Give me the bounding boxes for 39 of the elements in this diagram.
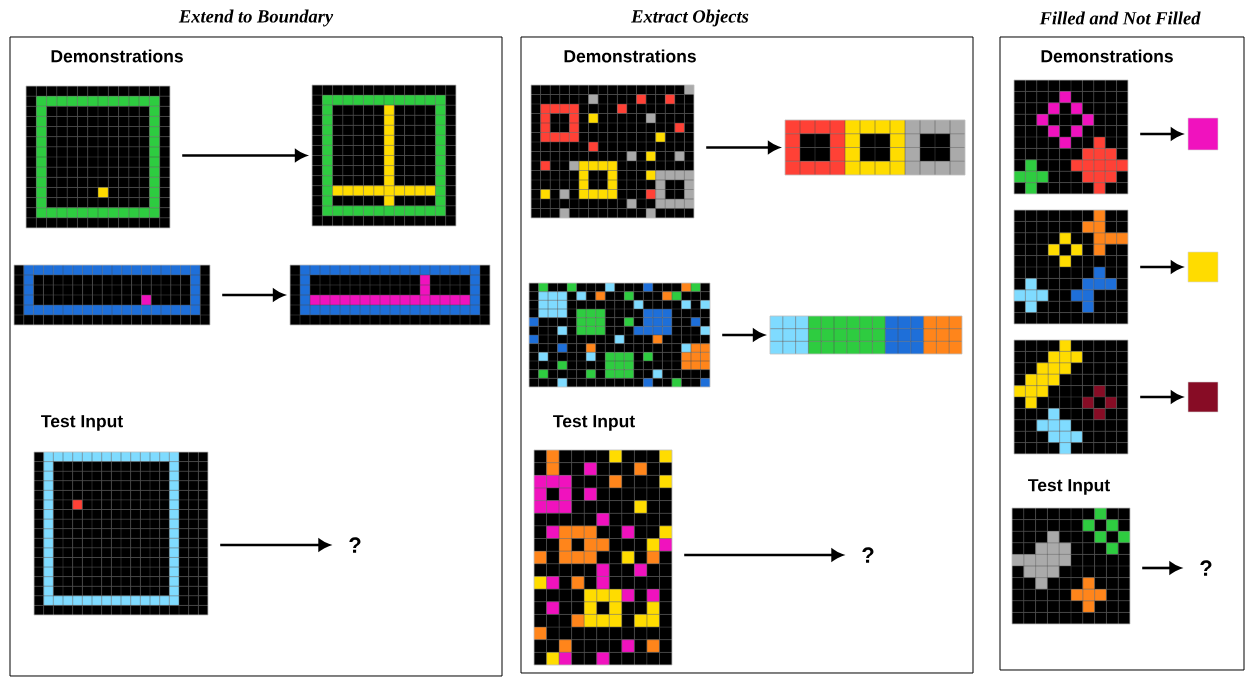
arrow bbox=[220, 538, 330, 551]
question-mark: ? bbox=[349, 537, 361, 553]
arrow bbox=[706, 141, 780, 154]
color-square bbox=[1187, 117, 1219, 151]
picture bbox=[1011, 507, 1131, 625]
section-heading: Demonstrations bbox=[1041, 49, 1173, 63]
question-mark: ? bbox=[1200, 560, 1212, 576]
picture bbox=[311, 84, 457, 227]
color-square bbox=[1187, 251, 1219, 283]
arrow bbox=[1142, 561, 1181, 574]
section-heading: Demonstrations bbox=[564, 49, 696, 63]
section-heading: Test Input bbox=[41, 415, 123, 431]
question-mark: ? bbox=[862, 547, 874, 563]
section-heading: Demonstrations bbox=[51, 49, 183, 63]
picture bbox=[784, 119, 966, 176]
color-square bbox=[1187, 381, 1219, 413]
picture bbox=[1013, 339, 1129, 455]
section-heading: Test Input bbox=[1028, 479, 1110, 495]
picture bbox=[769, 315, 963, 355]
picture bbox=[13, 264, 211, 326]
section-heading: Test Input bbox=[553, 415, 635, 431]
picture bbox=[533, 449, 673, 666]
arrow bbox=[684, 548, 843, 561]
arrow bbox=[722, 328, 765, 342]
picture bbox=[289, 264, 491, 326]
arrow bbox=[182, 149, 307, 162]
panel-title: Extend to Boundary bbox=[178, 9, 334, 27]
panel-title: Extract Objects bbox=[631, 9, 749, 27]
picture bbox=[528, 282, 711, 388]
arrow bbox=[1140, 260, 1183, 274]
arrow bbox=[1140, 390, 1183, 404]
picture bbox=[1013, 209, 1129, 325]
picture bbox=[25, 85, 171, 229]
picture bbox=[530, 84, 695, 219]
picture bbox=[33, 451, 209, 616]
picture bbox=[1013, 79, 1129, 195]
arrow bbox=[222, 288, 285, 302]
panel-title: Filled and Not Filled bbox=[1039, 11, 1201, 25]
arrow bbox=[1140, 127, 1183, 140]
